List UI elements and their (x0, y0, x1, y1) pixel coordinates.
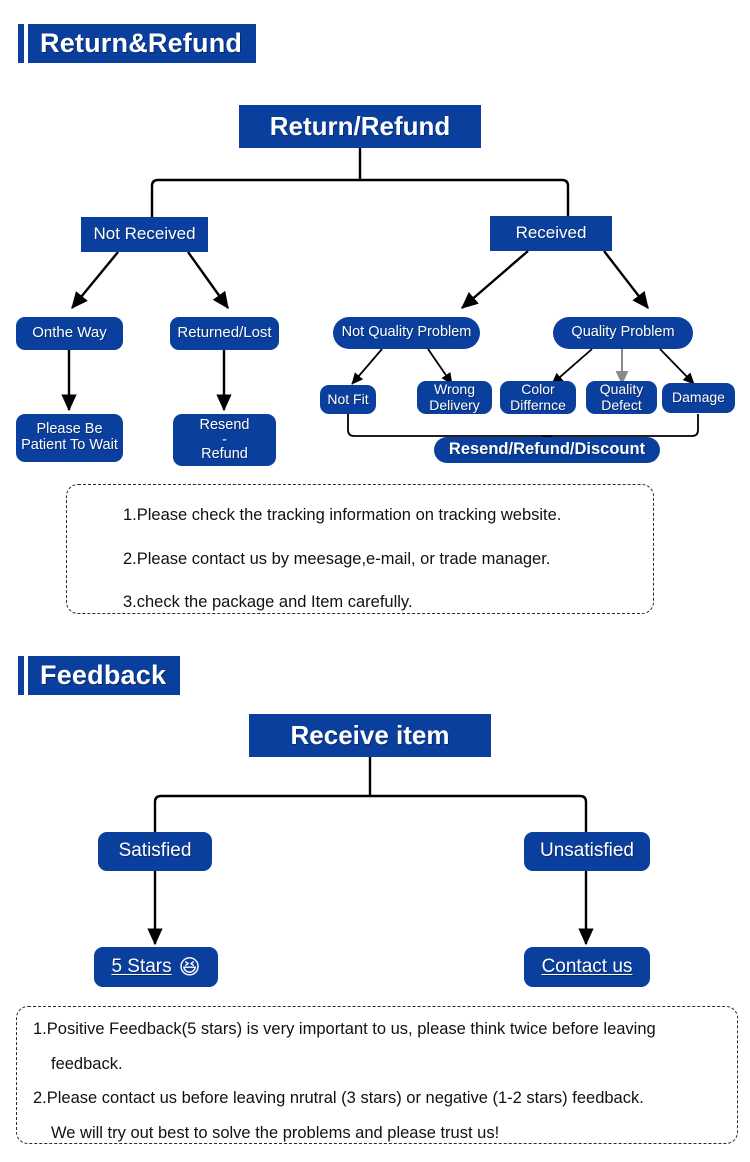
node-label: Received (515, 223, 587, 243)
section-title-feedback: Feedback (40, 660, 167, 690)
feedback-note-2: 2.Please contact us before leaving nrutr… (33, 1089, 644, 1107)
node-label: Contact us (541, 955, 633, 977)
node-label: Resend - Refund (199, 417, 250, 463)
header-title-box: Feedback (28, 656, 181, 695)
node-onthe-way[interactable]: Onthe Way (16, 317, 123, 350)
node-label: Resend/Refund/Discount (448, 440, 646, 459)
node-contact-us[interactable]: Contact us (524, 947, 650, 987)
node-wrong-delivery[interactable]: Wrong Delivery (417, 381, 492, 414)
node-label: Satisfied (118, 840, 192, 862)
node-label: Unsatisfied (540, 840, 634, 862)
node-label: 5 Stars (111, 955, 172, 977)
node-label: Quality Problem (571, 324, 675, 341)
header-accent-bar (18, 656, 24, 695)
node-satisfied[interactable]: Satisfied (98, 832, 212, 871)
node-damage[interactable]: Damage (662, 383, 735, 413)
node-label: Return/Refund (269, 111, 451, 142)
node-label: Returned/Lost (177, 324, 272, 342)
node-label: Color Differnce (510, 381, 566, 413)
node-not-fit[interactable]: Not Fit (320, 385, 376, 414)
node-unsatisfied[interactable]: Unsatisfied (524, 832, 650, 871)
node-label: Receive item (290, 720, 450, 751)
node-label: Wrong Delivery (429, 381, 480, 413)
node-label: Onthe Way (32, 324, 107, 342)
feedback-note-1-cont: feedback. (51, 1054, 123, 1073)
node-return-refund-root[interactable]: Return/Refund (239, 105, 481, 148)
node-label: Not Fit (327, 390, 369, 407)
node-label: Quality Defect (599, 381, 644, 413)
node-returned-lost[interactable]: Returned/Lost (170, 317, 279, 350)
node-receive-item[interactable]: Receive item (249, 714, 491, 757)
node-please-be-patient[interactable]: Please Be Patient To Wait (16, 414, 123, 462)
node-label: Damage (672, 389, 725, 406)
header-accent-bar (18, 24, 24, 63)
node-label: Please Be Patient To Wait (21, 421, 118, 453)
node-5-stars[interactable]: 5 Stars 😆 (94, 947, 218, 987)
node-resend-refund[interactable]: Resend - Refund (173, 414, 276, 466)
node-label: Not Quality Problem (341, 324, 472, 341)
node-quality-problem[interactable]: Quality Problem (553, 317, 693, 349)
return-note-2: 2.Please contact us by meesage,e-mail, o… (123, 549, 551, 568)
laughing-face-icon: 😆 (178, 955, 201, 979)
header-title-box: Return&Refund (28, 24, 257, 63)
return-note-1: 1.Please check the tracking information … (123, 506, 562, 524)
section-title-return-refund: Return&Refund (40, 28, 243, 58)
node-color-differnce[interactable]: Color Differnce (500, 381, 576, 414)
node-label: Not Received (93, 224, 196, 244)
section-header-feedback: Feedback (18, 656, 181, 695)
feedback-note-2-cont: We will try out best to solve the proble… (51, 1123, 500, 1142)
section-header-return-refund: Return&Refund (18, 24, 257, 63)
header-accent-gap (24, 656, 28, 695)
node-received[interactable]: Received (490, 216, 612, 251)
node-not-received[interactable]: Not Received (81, 217, 208, 252)
feedback-note-1: 1.Positive Feedback(5 stars) is very imp… (33, 1020, 656, 1038)
return-notes-box: 1.Please check the tracking information … (66, 484, 654, 614)
node-not-quality-problem[interactable]: Not Quality Problem (333, 317, 480, 349)
node-quality-defect[interactable]: Quality Defect (586, 381, 657, 414)
node-resend-refund-discount[interactable]: Resend/Refund/Discount (434, 437, 660, 463)
header-accent-gap (24, 24, 28, 63)
return-note-3: 3.check the package and Item carefully. (123, 593, 413, 611)
feedback-notes-box: 1.Positive Feedback(5 stars) is very imp… (16, 1006, 738, 1144)
